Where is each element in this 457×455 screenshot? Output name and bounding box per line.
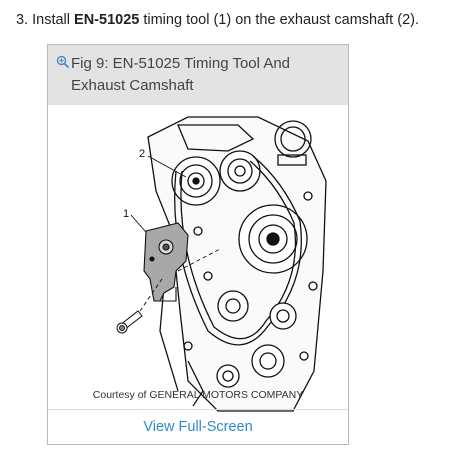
magnifier-plus-icon[interactable] <box>56 55 70 69</box>
instruction-step: 3. Install EN-51025 timing tool (1) on t… <box>16 11 453 29</box>
view-fullscreen-link[interactable]: View Full-Screen <box>143 419 253 435</box>
callout-1: 1 <box>123 208 129 220</box>
figure-credit: Courtesy of GENERAL MOTORS COMPANY <box>92 389 304 401</box>
callout-2-leader <box>147 155 187 178</box>
tool-number: EN-51025 <box>74 12 140 28</box>
figure-card: Fig 9: EN-51025 Timing Tool And Exhaust … <box>47 44 349 445</box>
timing-tool-drawing <box>143 222 189 302</box>
figure-header: Fig 9: EN-51025 Timing Tool And Exhaust … <box>48 45 348 105</box>
alignment-lines <box>139 248 221 312</box>
bolt-drawing <box>116 310 143 334</box>
step-prefix: 3. Install <box>16 12 75 28</box>
engine-block-drawing <box>147 116 327 412</box>
divider <box>48 409 348 410</box>
figure-title: Fig 9: EN-51025 Timing Tool And Exhaust … <box>71 55 291 94</box>
callout-2: 2 <box>139 148 145 160</box>
engine-illustration: 2 1 <box>116 116 327 412</box>
step-suffix: timing tool (1) on the exhaust camshaft … <box>139 12 419 28</box>
